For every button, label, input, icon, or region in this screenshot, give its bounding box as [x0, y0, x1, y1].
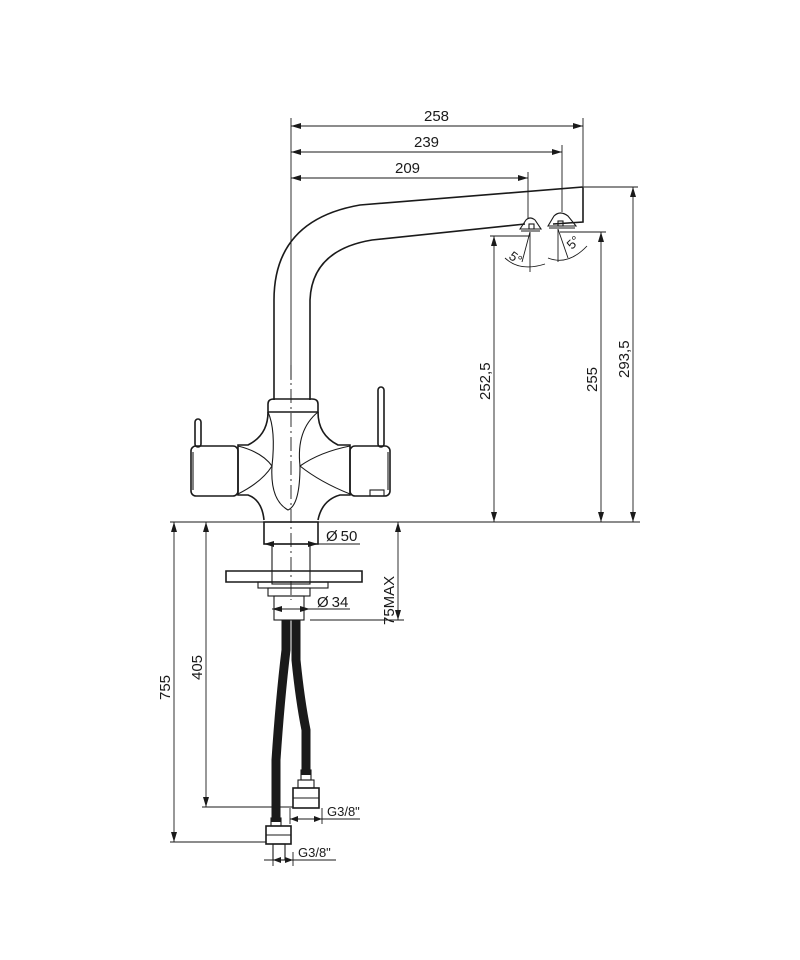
- dim-252-5: 252,5: [477, 235, 530, 522]
- dim-293-5: 293,5: [584, 186, 638, 522]
- dim-label-209: 209: [395, 160, 420, 177]
- dim-75max: 75MAX: [310, 521, 404, 625]
- dim-label-252-5: 252,5: [477, 362, 494, 400]
- angle-mark-left: 5°: [504, 231, 546, 272]
- spout: [273, 186, 584, 400]
- diameter-symbol: Ø: [317, 594, 329, 611]
- dim-209: 209: [291, 160, 529, 218]
- dim-label-258: 258: [424, 108, 449, 125]
- angle-label-left: 5°: [506, 248, 525, 267]
- dim-755: 755: [157, 522, 266, 843]
- thread-label-lower: G3/8": [298, 845, 331, 860]
- flexible-hoses: [265, 620, 320, 861]
- dim-405: 405: [189, 522, 293, 808]
- dim-label-405: 405: [189, 655, 206, 680]
- outlet-right: [547, 212, 578, 227]
- dim-label-255: 255: [584, 367, 601, 392]
- thread-upper: G3/8": [289, 804, 360, 824]
- dim-label-75max: 75MAX: [381, 576, 398, 625]
- thread-lower: G3/8": [264, 845, 336, 866]
- angle-label-right: 5°: [564, 233, 583, 252]
- dim-label-293-5: 293,5: [616, 340, 633, 378]
- angle-mark-right: 5°: [547, 228, 588, 262]
- left-lever: [190, 418, 239, 497]
- faucet-body: [237, 398, 351, 521]
- dim-239: 239: [291, 134, 563, 212]
- dim-255: 255: [560, 231, 606, 522]
- dim-label-50: 50: [341, 528, 358, 545]
- right-lever: [349, 386, 391, 497]
- outlet-left: [518, 217, 543, 230]
- diameter-symbol: Ø: [326, 528, 338, 545]
- thread-label-upper: G3/8": [327, 804, 360, 819]
- dim-258: 258: [290, 108, 584, 380]
- dim-label-239: 239: [414, 134, 439, 151]
- dim-label-755: 755: [157, 675, 174, 700]
- svg-text:Ø50: Ø50: [326, 528, 357, 545]
- svg-text:Ø34: Ø34: [317, 594, 348, 611]
- dim-label-34: 34: [332, 594, 349, 611]
